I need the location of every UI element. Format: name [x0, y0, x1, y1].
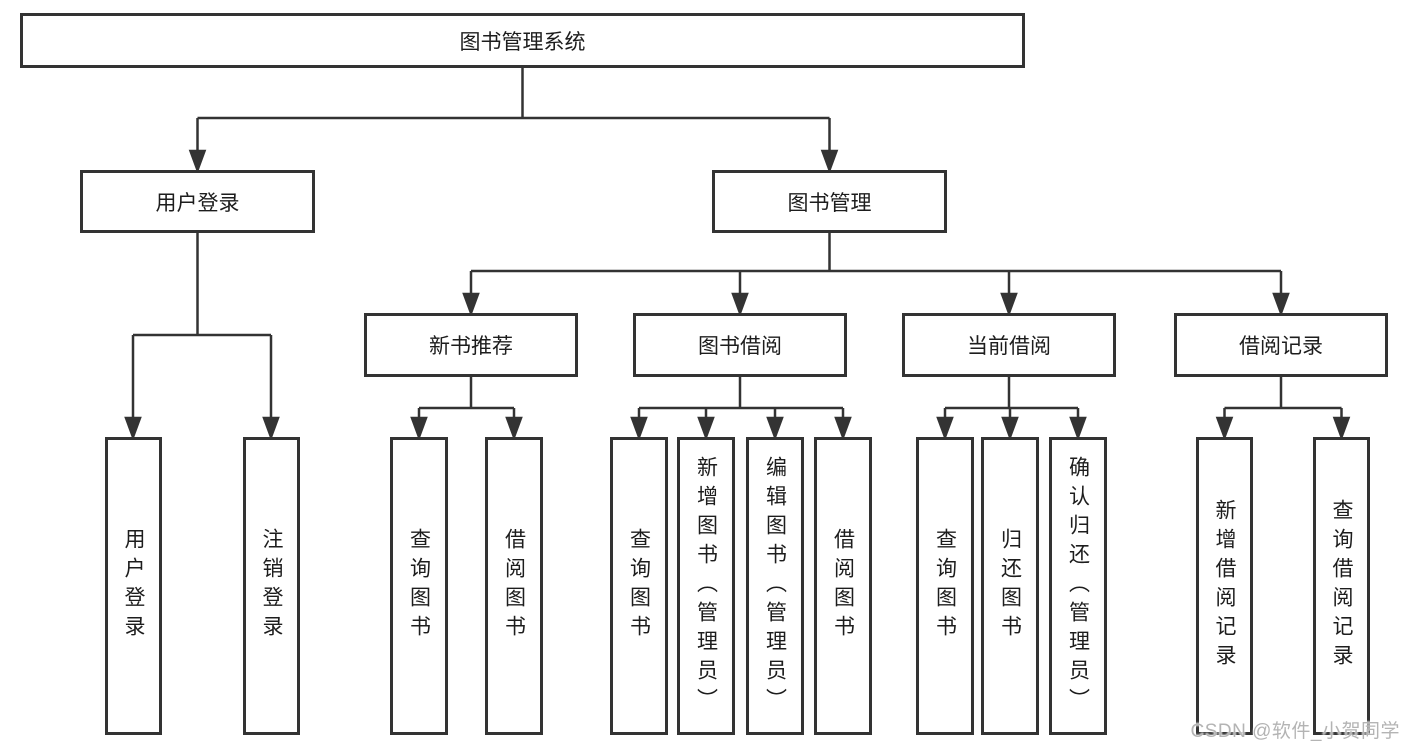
arrowhead	[731, 292, 749, 317]
arrowhead	[766, 416, 784, 441]
arrowhead	[505, 416, 523, 441]
arrowhead	[697, 416, 715, 441]
leaf-user-login: 用户登录	[105, 437, 162, 735]
node-new-book-recommend: 新书推荐	[364, 313, 578, 377]
arrowhead	[1272, 292, 1290, 317]
connector-borrow-record-to-leaves	[1215, 377, 1351, 441]
arrowhead	[1000, 292, 1018, 317]
arrowhead	[124, 416, 142, 441]
arrowhead	[630, 416, 648, 441]
node-book-management: 图书管理	[712, 170, 947, 233]
arrowhead	[936, 416, 954, 441]
leaf-query-borrow-record: 查询借阅记录	[1313, 437, 1370, 735]
node-user-login: 用户登录	[80, 170, 315, 233]
node-root-system: 图书管理系统	[20, 13, 1025, 68]
arrowhead	[820, 149, 839, 174]
leaf-logout: 注销登录	[243, 437, 300, 735]
connector-root-to-level2	[188, 68, 839, 174]
leaf-confirm-return-admin: 确认归还（管理员）	[1049, 437, 1107, 735]
arrowhead	[410, 416, 428, 441]
arrowhead	[834, 416, 852, 441]
leaf-query-book-borrow: 查询图书	[610, 437, 668, 735]
leaf-borrow-book: 借阅图书	[814, 437, 872, 735]
arrowhead	[462, 292, 480, 317]
node-borrow-record: 借阅记录	[1174, 313, 1388, 377]
leaf-add-borrow-record: 新增借阅记录	[1196, 437, 1253, 735]
connector-book-borrow-to-leaves	[630, 377, 852, 441]
arrowhead	[1069, 416, 1087, 441]
node-book-borrow: 图书借阅	[633, 313, 847, 377]
csdn-watermark: CSDN @软件_小贺同学	[1190, 721, 1400, 742]
connector-new-book-to-leaves	[410, 377, 523, 441]
leaf-query-book-recommend: 查询图书	[390, 437, 448, 735]
arrowhead	[188, 149, 207, 174]
connector-current-borrow-to-leaves	[936, 377, 1087, 441]
node-current-borrow: 当前借阅	[902, 313, 1116, 377]
leaf-return-book: 归还图书	[981, 437, 1039, 735]
arrowhead	[1215, 416, 1234, 441]
leaf-edit-book-admin: 编辑图书（管理员）	[746, 437, 804, 735]
connector-book-management-to-level3	[462, 233, 1290, 317]
leaf-query-book-current: 查询图书	[916, 437, 974, 735]
arrowhead	[1001, 416, 1019, 441]
arrowhead	[262, 416, 280, 441]
leaf-add-book-admin: 新增图书（管理员）	[677, 437, 735, 735]
connector-user-login-to-leaves	[124, 233, 280, 441]
leaf-borrow-book-recommend: 借阅图书	[485, 437, 543, 735]
arrowhead	[1332, 416, 1351, 441]
